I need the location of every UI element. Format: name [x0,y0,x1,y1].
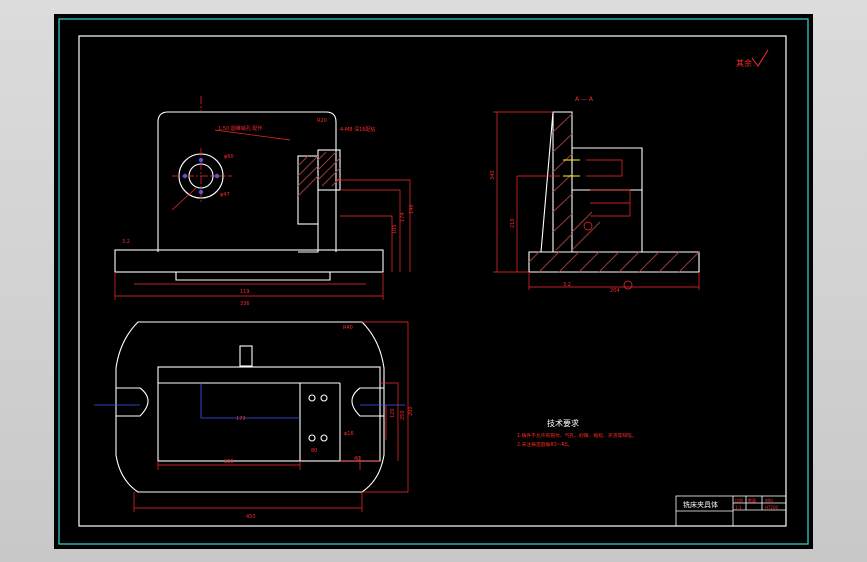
datum-a-icon [583,221,593,231]
side-dim-w: 204 [610,288,620,294]
tech-requirements-title: 技术要求 [547,418,579,428]
plan-dim-r: R40 [343,325,353,331]
side-dim-h1: 340 [490,170,496,180]
inner-border [78,35,787,527]
plan-dim-w1: 173 [236,416,246,422]
tech-note-2: 2.未注铸造圆角R3～R5。 [517,441,573,448]
outer-border [58,18,809,545]
front-dimensions [114,129,411,300]
front-note: 1:50 圆锥销孔 配作 [218,125,262,132]
front-section-hatch [297,151,341,197]
front-view [114,111,384,281]
plan-view [115,321,385,493]
front-dim-r: R20 [317,118,327,124]
section-label: A — A [575,96,594,103]
plan-dim-w3: 300 [224,459,234,465]
plan-dim-w2: 450 [246,514,256,520]
plan-dim-bot: 40 [354,456,360,462]
side-hidden-lines [563,159,580,177]
front-note2: 4-M8 深16配钻 [340,126,375,133]
title-cell-scale: 1:1 [735,505,742,510]
side-view [528,111,700,273]
front-phi2: φ47 [220,192,230,198]
side-rough: 3.2 [563,282,571,288]
plan-dim-d: φ16 [344,431,354,437]
datum-b-icon [623,280,633,290]
plan-axis-lines [94,383,405,419]
title-cell-material-label: 材料 [765,497,773,503]
side-section-hatch [528,113,700,273]
surface-mark-text: 其余 [736,58,752,68]
plan-dim-h3: 200 [408,406,414,416]
front-dim-h1: 174 [400,212,406,222]
front-dim-w1: 119 [240,289,250,295]
title-cell-scale-label: 比例 [735,497,743,503]
front-centerlines [172,96,232,204]
front-phi: φ60 [224,154,234,160]
title-block-name: 铣床夹具体 [683,500,718,509]
title-cell-material: HT200 [765,505,779,510]
front-dim-w2: 336 [240,301,250,307]
side-dimensions [493,111,700,290]
front-rough: 3.2 [122,239,130,245]
title-block [675,495,787,527]
plan-dimensions [133,321,409,512]
plan-dim-h: 250 [400,410,406,420]
side-dim-h2: 210 [510,218,516,228]
plan-dim-w4: 80 [311,448,317,454]
tech-note-1: 1.铸件不允许有裂纹、气孔、砂眼、缩松、夹渣等缺陷。 [517,432,637,439]
front-dim-h2: 140 [409,204,415,214]
front-dim-h3: 105 [392,224,398,234]
surface-finish-icon [751,49,769,67]
title-cell-qty-label: 数量 [748,497,756,503]
drawing-sheet [54,14,813,549]
plan-dim-h2: 120 [390,408,396,418]
